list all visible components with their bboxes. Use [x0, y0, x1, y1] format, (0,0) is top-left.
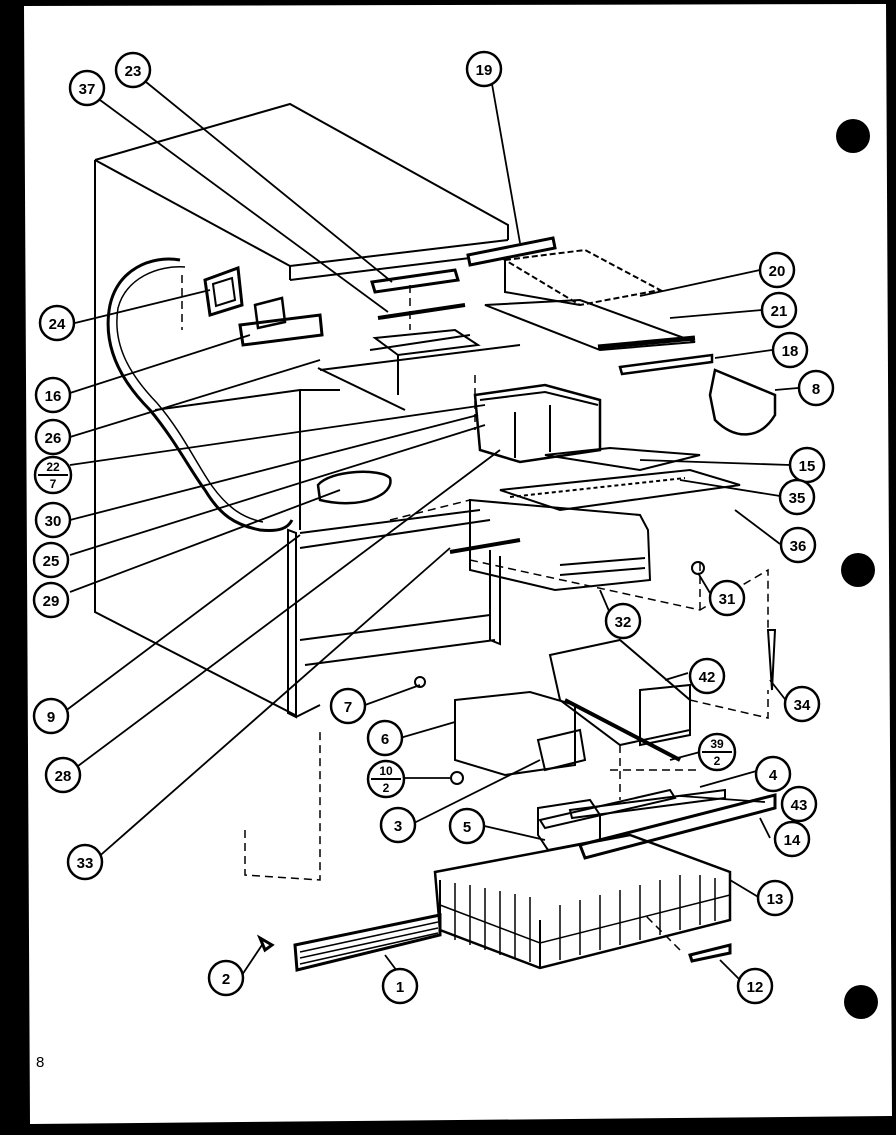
- callout-39-over-2[interactable]: 39 2: [697, 732, 737, 772]
- svg-text:24: 24: [49, 316, 66, 333]
- svg-text:22: 22: [46, 460, 60, 474]
- callout-21[interactable]: 21: [760, 291, 798, 329]
- svg-text:15: 15: [799, 458, 816, 475]
- binder-hole-middle: [841, 553, 875, 587]
- svg-text:20: 20: [769, 263, 786, 280]
- svg-text:30: 30: [45, 513, 62, 530]
- paper-sheet: [24, 4, 892, 1124]
- svg-text:8: 8: [812, 381, 820, 398]
- svg-text:42: 42: [699, 669, 716, 686]
- callout-37[interactable]: 37: [68, 69, 106, 107]
- callout-26[interactable]: 26: [34, 418, 72, 456]
- svg-text:39: 39: [710, 737, 724, 751]
- callout-33[interactable]: 33: [66, 843, 104, 881]
- callout-42[interactable]: 42: [688, 657, 726, 695]
- svg-text:4: 4: [769, 767, 778, 784]
- callout-13[interactable]: 13: [756, 879, 794, 917]
- svg-text:29: 29: [43, 593, 60, 610]
- svg-text:10: 10: [379, 764, 393, 778]
- svg-text:43: 43: [791, 797, 808, 814]
- callout-16[interactable]: 16: [34, 376, 72, 414]
- callout-6[interactable]: 6: [366, 719, 404, 757]
- svg-text:16: 16: [45, 388, 62, 405]
- callout-18[interactable]: 18: [771, 331, 809, 369]
- callout-25[interactable]: 25: [32, 541, 70, 579]
- callout-20[interactable]: 20: [758, 251, 796, 289]
- callout-32[interactable]: 32: [604, 602, 642, 640]
- svg-text:9: 9: [47, 709, 55, 726]
- callout-12[interactable]: 12: [736, 967, 774, 1005]
- binder-hole-bottom: [844, 985, 878, 1019]
- svg-text:31: 31: [719, 591, 736, 608]
- callout-31[interactable]: 31: [708, 579, 746, 617]
- svg-text:28: 28: [55, 768, 72, 785]
- svg-text:21: 21: [771, 303, 788, 320]
- callout-29[interactable]: 29: [32, 581, 70, 619]
- svg-text:6: 6: [381, 731, 389, 748]
- svg-text:36: 36: [790, 538, 807, 555]
- svg-text:32: 32: [615, 614, 632, 631]
- callout-43[interactable]: 43: [780, 785, 818, 823]
- svg-text:19: 19: [476, 62, 493, 79]
- svg-text:1: 1: [396, 979, 404, 996]
- callout-23[interactable]: 23: [114, 51, 152, 89]
- binder-hole-top: [836, 119, 870, 153]
- svg-text:18: 18: [782, 343, 799, 360]
- svg-text:7: 7: [50, 477, 57, 491]
- svg-text:25: 25: [43, 553, 60, 570]
- callout-35[interactable]: 35: [778, 478, 816, 516]
- parts-drawings: [203, 236, 777, 972]
- callout-10-over-2[interactable]: 10 2: [366, 759, 406, 799]
- cutaway-line-inner: [116, 266, 264, 523]
- callout-36[interactable]: 36: [779, 526, 817, 564]
- svg-text:2: 2: [714, 754, 721, 768]
- page-number: 8: [36, 1054, 45, 1071]
- callout-22-over-7[interactable]: 22 7: [33, 455, 73, 495]
- svg-text:23: 23: [125, 63, 142, 80]
- svg-text:37: 37: [79, 81, 96, 98]
- svg-text:2: 2: [383, 781, 390, 795]
- svg-text:33: 33: [77, 855, 94, 872]
- svg-text:14: 14: [784, 832, 801, 849]
- callout-28[interactable]: 28: [44, 756, 82, 794]
- callout-14[interactable]: 14: [773, 820, 811, 858]
- callout-9[interactable]: 9: [32, 697, 70, 735]
- callout-5[interactable]: 5: [448, 807, 486, 845]
- callout-15[interactable]: 15: [788, 446, 826, 484]
- svg-text:34: 34: [794, 697, 811, 714]
- callout-24[interactable]: 24: [38, 304, 76, 342]
- callout-2[interactable]: 2: [207, 959, 245, 997]
- callout-30[interactable]: 30: [34, 501, 72, 539]
- svg-text:3: 3: [394, 818, 402, 835]
- svg-text:5: 5: [463, 819, 471, 836]
- svg-text:7: 7: [344, 699, 352, 716]
- svg-text:13: 13: [767, 891, 784, 908]
- callout-8[interactable]: 8: [797, 369, 835, 407]
- svg-text:35: 35: [789, 490, 806, 507]
- callout-3[interactable]: 3: [379, 806, 417, 844]
- svg-text:26: 26: [45, 430, 62, 447]
- callout-7[interactable]: 7: [329, 687, 367, 725]
- callout-1[interactable]: 1: [381, 967, 419, 1005]
- svg-text:2: 2: [222, 971, 230, 988]
- cutaway-line: [106, 257, 294, 532]
- callout-19[interactable]: 19: [465, 50, 503, 88]
- callout-34[interactable]: 34: [783, 685, 821, 723]
- svg-text:12: 12: [747, 979, 764, 996]
- callout-4[interactable]: 4: [754, 755, 792, 793]
